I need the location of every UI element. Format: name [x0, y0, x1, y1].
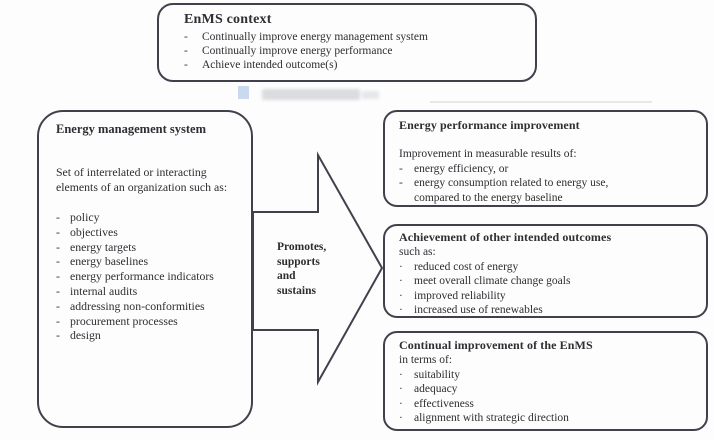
list-item: · meet overall climate change goals	[399, 274, 702, 289]
continual-improvement-list: · suitability · adequacy · effectiveness…	[399, 368, 702, 426]
bullet-dash: -	[184, 59, 188, 71]
bullet-dot: ·	[399, 304, 403, 316]
bullet-dash: -	[56, 254, 60, 269]
list-item: · suitability	[399, 368, 702, 383]
list-item-text: addressing non-conformities	[70, 298, 205, 313]
list-item: · effectiveness	[399, 397, 702, 412]
energy-management-system-list: - policy - objectives - energy targets -…	[56, 210, 243, 343]
list-item: - procurement processes	[56, 314, 243, 329]
list-item-text: Continually improve energy performance	[202, 45, 393, 57]
list-item-text: procurement processes	[70, 313, 178, 328]
energy-performance-improvement-box: Energy performance improvement Improveme…	[383, 110, 708, 207]
enms-context-list: - Continually improve energy management …	[184, 30, 525, 72]
other-intended-outcomes-title: Achievement of other intended outcomes	[399, 230, 612, 244]
bullet-dot: ·	[399, 275, 403, 287]
bullet-dash: -	[184, 31, 188, 43]
list-item: - Achieve intended outcome(s)	[184, 58, 525, 72]
bullet-dash: -	[56, 210, 60, 224]
arrow-label-line: supports	[277, 255, 320, 268]
bullet-dash: -	[56, 328, 60, 343]
list-item: - objectives	[56, 225, 243, 240]
energy-performance-improvement-title: Energy performance improvement	[399, 118, 580, 132]
continual-improvement-intro: in terms of:	[399, 354, 453, 366]
list-item: - energy baselines	[56, 254, 243, 269]
bullet-dash: -	[399, 162, 403, 175]
list-item: · improved reliability	[399, 289, 702, 304]
list-item: · reduced cost of energy	[399, 260, 702, 275]
list-item: - internal audits	[56, 284, 243, 299]
list-item-text: effectiveness	[414, 397, 474, 410]
list-item-text: reduced cost of energy	[414, 260, 519, 273]
list-item: - Continually improve energy performance	[184, 44, 525, 58]
arrow-label-line: and	[277, 270, 296, 283]
list-item-text: objectives	[70, 224, 118, 239]
bullet-dash: -	[56, 224, 60, 239]
energy-management-system-box: Energy management system Set of interrel…	[37, 110, 253, 428]
list-item-text: Achieve intended outcome(s)	[202, 59, 338, 71]
list-item-line: energy consumption related to energy use…	[414, 177, 609, 189]
list-item-text: energy consumption related to energy use…	[414, 176, 608, 205]
arrow-label-line: sustains	[277, 284, 316, 297]
list-item-text: alignment with strategic direction	[414, 412, 569, 424]
energy-performance-improvement-intro: Improvement in measurable results of:	[399, 148, 577, 160]
list-item-text: internal audits	[70, 283, 138, 298]
bullet-dash: -	[184, 45, 188, 57]
list-item-text: energy targets	[70, 239, 137, 254]
energy-management-system-intro: Set of interrelated or interacting eleme…	[56, 165, 228, 194]
list-item-text: design	[70, 328, 101, 343]
enms-context-title: EnMS context	[184, 12, 272, 27]
list-item: - energy consumption related to energy u…	[399, 176, 702, 205]
list-item-text: energy performance indicators	[70, 269, 214, 284]
list-item-text: meet overall climate change goals	[414, 275, 571, 287]
bullet-dot: ·	[399, 289, 403, 302]
other-intended-outcomes-intro: such as:	[399, 246, 436, 258]
list-item-text: increased use of renewables	[414, 304, 543, 316]
energy-management-system-title: Energy management system	[56, 122, 206, 136]
list-item: · alignment with strategic direction	[399, 411, 702, 426]
list-item: - energy targets	[56, 240, 243, 255]
list-item-line: compared to the energy baseline	[414, 191, 563, 204]
other-intended-outcomes-list: · reduced cost of energy · meet overall …	[399, 260, 702, 318]
list-item: - addressing non-conformities	[56, 299, 243, 314]
bullet-dot: ·	[399, 412, 403, 424]
list-item-text: suitability	[414, 368, 460, 381]
promotes-arrow-label: Promotes, supports and sustains	[277, 240, 349, 298]
watermark-text-blur	[362, 91, 379, 99]
arrow-label-line: Promotes,	[277, 241, 327, 253]
list-item-text: improved reliability	[414, 289, 506, 302]
list-item-text: energy baselines	[70, 254, 149, 269]
list-item: - Continually improve energy management …	[184, 30, 525, 44]
list-item: · adequacy	[399, 382, 702, 397]
bullet-dot: ·	[399, 397, 403, 410]
list-item: - energy performance indicators	[56, 269, 243, 284]
bullet-dash: -	[56, 269, 60, 284]
list-item: · increased use of renewables	[399, 303, 702, 318]
other-intended-outcomes-box: Achievement of other intended outcomes s…	[383, 224, 708, 318]
energy-performance-improvement-list: - energy efficiency, or - energy consump…	[399, 162, 702, 206]
list-item: - design	[56, 328, 243, 343]
continual-improvement-box: Continual improvement of the EnMS in ter…	[383, 331, 708, 431]
watermark-icon	[238, 86, 249, 99]
enms-context-box: EnMS context - Continually improve energ…	[157, 3, 537, 82]
list-item-text: policy	[70, 210, 100, 224]
list-item-text: Continually improve energy management sy…	[202, 31, 428, 43]
watermark-text-blur	[262, 89, 360, 100]
bullet-dash: -	[56, 298, 60, 313]
promotes-arrow	[252, 151, 384, 386]
bullet-dash: -	[56, 313, 60, 328]
watermark-line	[430, 101, 652, 103]
continual-improvement-title: Continual improvement of the EnMS	[399, 338, 593, 352]
bullet-dot: ·	[399, 383, 403, 395]
list-item-text: energy efficiency, or	[414, 162, 509, 175]
bullet-dot: ·	[399, 260, 403, 273]
list-item: - policy	[56, 210, 243, 225]
bullet-dash: -	[56, 283, 60, 298]
bullet-dot: ·	[399, 368, 403, 381]
bullet-dash: -	[56, 239, 60, 254]
bullet-dash: -	[399, 177, 403, 189]
list-item-text: adequacy	[414, 383, 458, 395]
list-item: - energy efficiency, or	[399, 162, 702, 177]
